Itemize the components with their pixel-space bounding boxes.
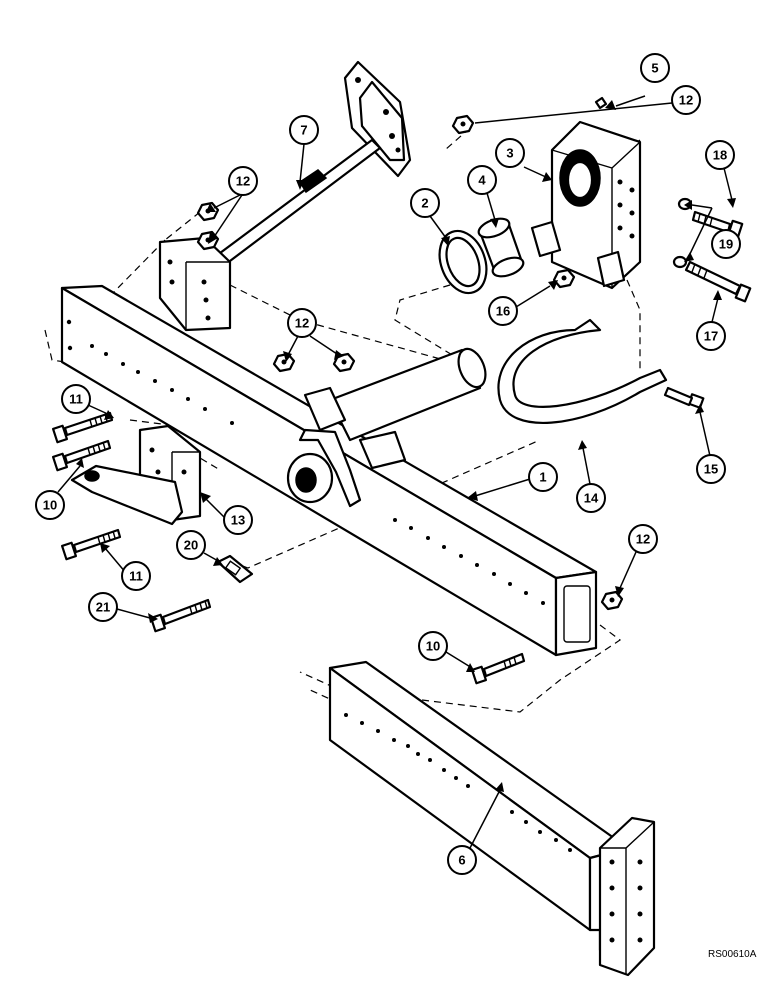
bolt-15 [663,386,705,409]
leader-lines [57,95,736,849]
bolt-10-upper [51,439,112,472]
pin-5 [594,96,608,110]
callout-20-label: 20 [184,538,198,553]
main-beam [60,284,598,657]
callout-13-label: 13 [231,513,245,528]
callout-17-label: 17 [704,329,718,344]
callout-6-label: 6 [458,853,465,868]
callout-18-label: 18 [713,148,727,163]
callout-6: 6 [447,845,477,875]
callout-14: 14 [576,483,606,513]
callout-20: 20 [176,530,206,560]
callout-21: 21 [88,592,118,622]
part-13-hitch [70,424,202,526]
callout-10-b-label: 10 [426,639,440,654]
callout-12-d-label: 12 [636,532,650,547]
callout-12-a: 12 [228,166,258,196]
callout-19: 19 [711,229,741,259]
callout-10-a: 10 [35,490,65,520]
callout-3: 3 [495,138,525,168]
bolt-11-lower [60,528,122,561]
callout-1-label: 1 [539,470,546,485]
callout-11-a-label: 11 [69,392,83,407]
callout-12-d: 12 [628,524,658,554]
part-7-threaded-rod [158,60,412,332]
part-20-clip [216,554,254,584]
callout-15: 15 [696,454,726,484]
part-6-extension-beam [328,660,656,977]
callout-12-b: 12 [671,85,701,115]
callout-12-c-label: 12 [295,316,309,331]
bolt-21 [149,598,212,633]
bolt-17 [684,260,752,303]
callout-11-a: 11 [61,384,91,414]
reference-code: RS00610A [708,949,757,960]
nuts-washers [196,96,693,611]
callout-4-label: 4 [478,173,486,188]
callout-7: 7 [289,115,319,145]
callout-2-label: 2 [421,196,428,211]
extension-holes [344,713,572,852]
callout-12-a-label: 12 [236,174,250,189]
callout-12-c: 12 [287,308,317,338]
callout-18: 18 [705,140,735,170]
callout-2: 2 [410,188,440,218]
beam-holes [66,319,545,605]
part-14-u-strap [497,318,668,424]
part-2-ring [438,229,488,295]
callout-15-label: 15 [704,462,718,477]
callout-16-label: 16 [496,304,510,319]
washer-19-b [672,255,688,269]
part-4-bushing [477,217,525,278]
callout-3-label: 3 [506,146,513,161]
callout-1: 1 [528,462,558,492]
pivot-tube [303,347,487,470]
callout-13: 13 [223,505,253,535]
callout-12-b-label: 12 [679,93,693,108]
part-3-bracket [530,120,642,290]
callout-14-label: 14 [584,491,599,506]
callout-5: 5 [640,53,670,83]
callout-19-label: 19 [719,237,733,252]
callout-5-label: 5 [651,61,658,76]
callout-16: 16 [488,296,518,326]
callout-11-b: 11 [121,561,151,591]
callout-7-label: 7 [300,123,307,138]
callout-4: 4 [467,165,497,195]
bolts [51,210,752,685]
bolt-10-lower [470,652,526,685]
callout-10-b: 10 [418,631,448,661]
bolt-11-upper [51,411,114,444]
callout-10-a-label: 10 [43,498,57,513]
callout-11-b-label: 11 [129,569,143,584]
callout-17: 17 [696,321,726,351]
callout-21-label: 21 [96,600,110,615]
